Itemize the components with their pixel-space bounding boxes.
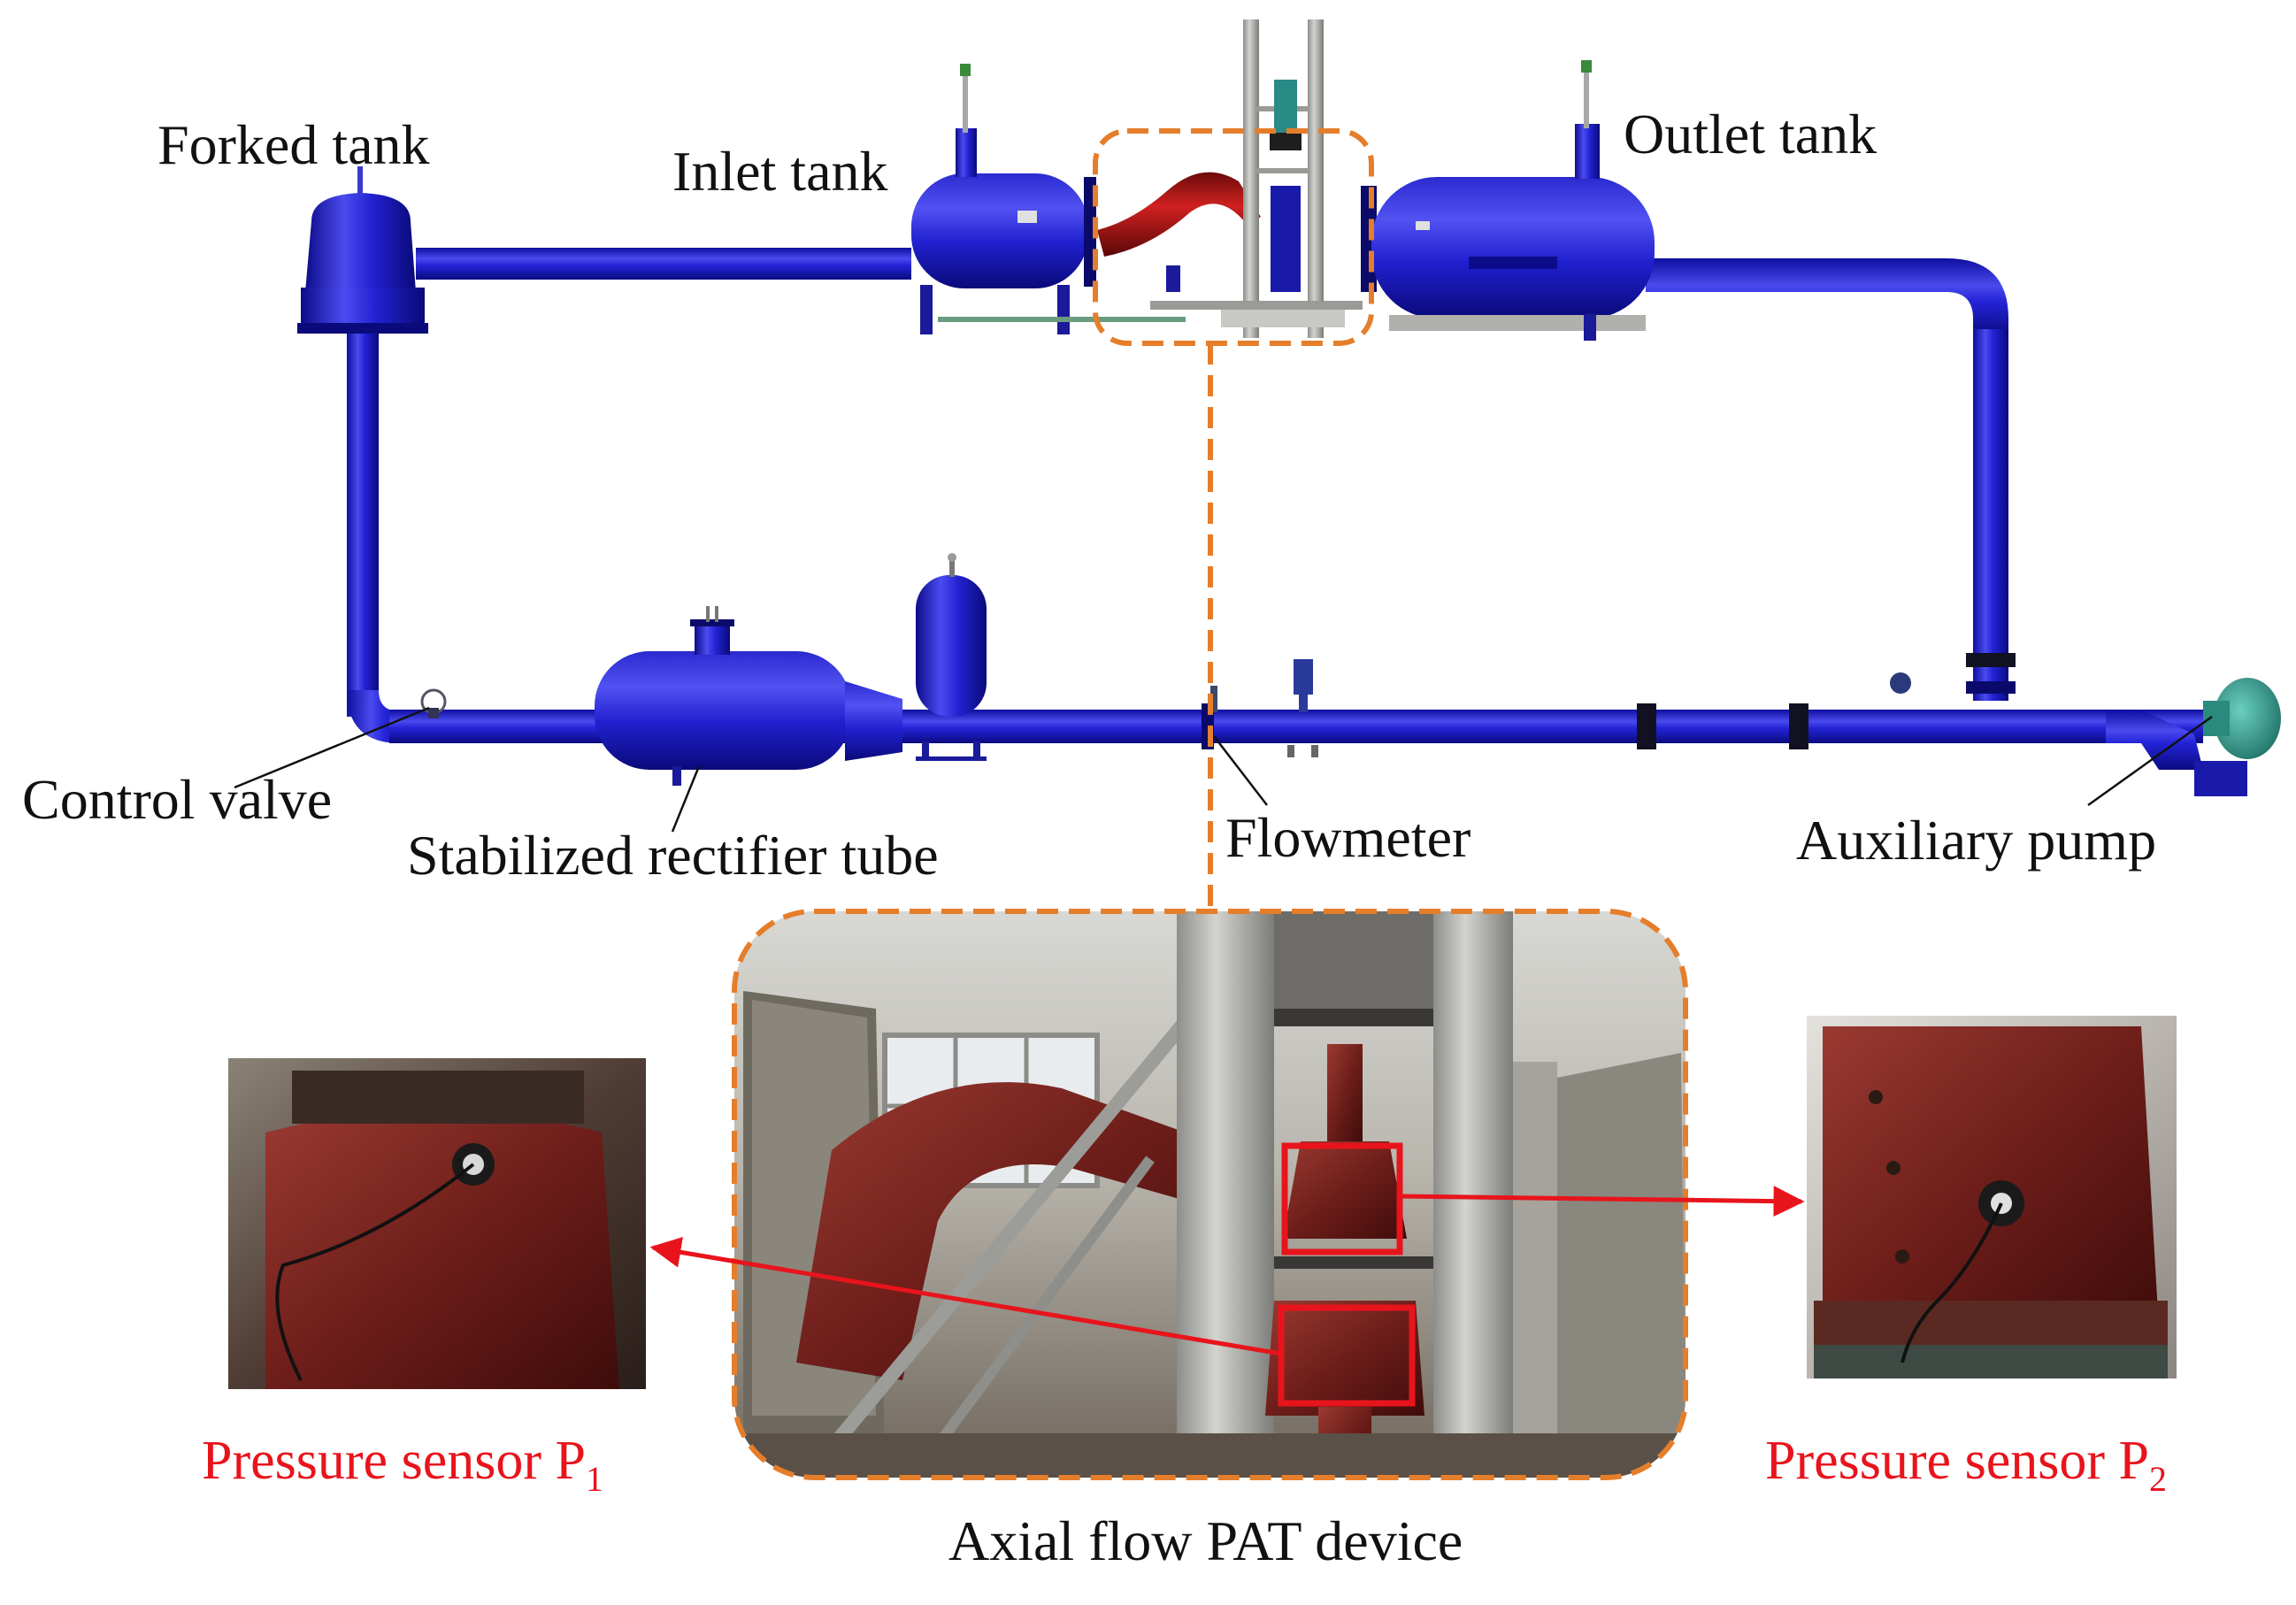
- red-connecting-pipe: [1097, 172, 1261, 257]
- pat-device-photo: [732, 909, 1688, 1480]
- air-vessel: [916, 553, 987, 761]
- sensor-p1-highlight-box: [1278, 1304, 1416, 1407]
- leader-lines: [234, 706, 2213, 833]
- dashed-callout: [1093, 128, 1374, 911]
- top-pipe-left: [416, 248, 911, 280]
- forked-tank: [297, 166, 428, 334]
- pump-reducer: [2106, 710, 2203, 770]
- outlet-tank: [1361, 60, 1655, 341]
- label-forked-tank: Forked tank: [157, 113, 430, 176]
- sensor-p2-photo: [1807, 1016, 2177, 1378]
- label-auxiliary-pump: Auxiliary pump: [1796, 809, 2157, 872]
- label-flowmeter: Flowmeter: [1225, 806, 1471, 869]
- dashed-frame-top: [1093, 128, 1374, 346]
- label-pressure-sensor-p2-subscript: 2: [2148, 1459, 2167, 1499]
- pipeline-system: [297, 19, 2281, 796]
- pat-stand-render: [1150, 19, 1363, 338]
- label-pressure-sensor-p1-subscript: 1: [585, 1459, 603, 1499]
- right-riser-pipe: [1973, 329, 2008, 701]
- label-stabilized-rectifier-tube: Stabilized rectifier tube: [407, 824, 939, 887]
- label-pressure-sensor-p1: Pressure sensor P1: [202, 1433, 603, 1497]
- label-pressure-sensor-p1-text: Pressure sensor P: [202, 1431, 586, 1491]
- bottom-pipe-flange: [1637, 703, 1656, 749]
- right-riser-flange: [1966, 653, 2016, 667]
- label-pressure-sensor-p2-text: Pressure sensor P: [1765, 1431, 2149, 1491]
- right-elbow-top: [1646, 258, 2008, 336]
- left-riser-pipe: [347, 327, 379, 717]
- label-pressure-sensor-p2: Pressure sensor P2: [1765, 1433, 2167, 1497]
- sensor-p2-highlight-box: [1281, 1142, 1403, 1256]
- sensor-p1-photo: [228, 1058, 646, 1389]
- right-valve: [1890, 672, 1911, 694]
- label-outlet-tank: Outlet tank: [1624, 103, 1877, 165]
- auxiliary-pump: [2194, 678, 2281, 796]
- arrow-to-p2: [1399, 1186, 1805, 1217]
- flowmeter: [1210, 659, 1318, 757]
- right-riser-flange: [1966, 681, 2016, 694]
- label-control-valve: Control valve: [22, 768, 333, 831]
- photo-dashed-frame: [732, 909, 1688, 1480]
- label-inlet-tank: Inlet tank: [672, 140, 888, 203]
- bottom-pipe-flange: [1789, 703, 1808, 749]
- inlet-tank: [911, 64, 1186, 334]
- caption-axial-flow-pat-device: Axial flow PAT device: [948, 1509, 1463, 1572]
- stabilized-rectifier-tube: [595, 606, 902, 786]
- arrow-to-p1: [649, 1236, 1282, 1356]
- control-valve: [420, 688, 447, 718]
